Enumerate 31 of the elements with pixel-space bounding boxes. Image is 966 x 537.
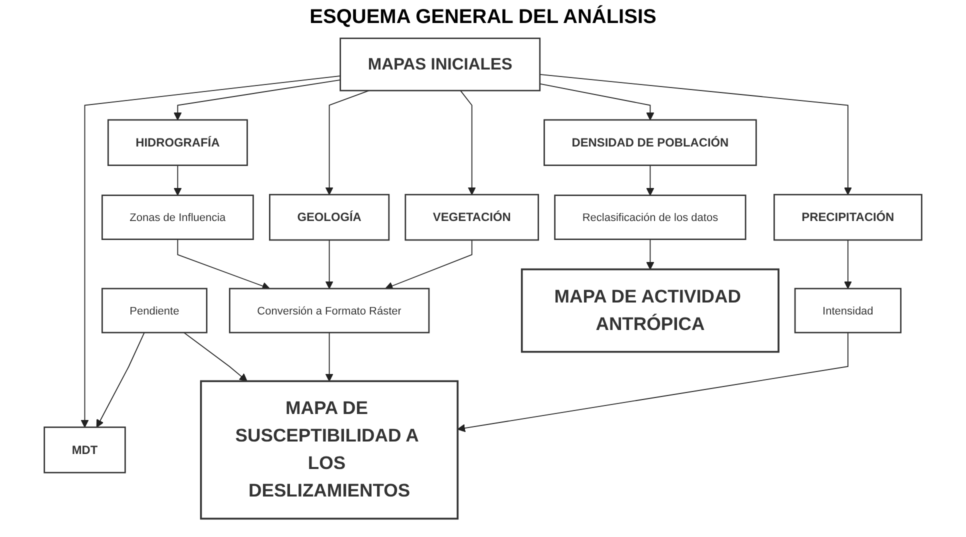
arrow — [539, 83, 654, 120]
arrow — [184, 332, 248, 382]
arrow — [457, 332, 848, 432]
arrow — [80, 75, 341, 428]
arrow — [325, 332, 334, 382]
arrow — [177, 238, 270, 290]
node-box: Reclasificación de los datos — [554, 194, 746, 240]
arrow — [844, 240, 852, 289]
arrow — [174, 80, 341, 120]
arrow — [174, 164, 182, 196]
node-box: GEOLOGÍA — [269, 194, 390, 241]
node-box: Intensidad — [794, 288, 902, 334]
arrow — [646, 164, 654, 196]
diagram-title: ESQUEMA GENERAL DEL ANÁLISIS — [308, 6, 658, 29]
node-box: HIDROGRAFÍA — [107, 119, 248, 166]
node-box: MAPA DE SUSCEPTIBILIDAD A LOS DESLIZAMIENTOS — [200, 380, 459, 520]
arrow — [385, 240, 472, 290]
node-box: MAPA DE ACTIVIDAD ANTRÓPICA — [520, 268, 780, 353]
arrow — [325, 240, 334, 289]
node-box: Zonas de Influencia — [101, 194, 254, 240]
node-box: PRECIPITACIÓN — [774, 194, 922, 241]
node-box: MAPAS INICIALES — [340, 38, 541, 92]
node-box: Conversión a Formato Ráster — [228, 288, 430, 334]
node-box: VEGETACIÓN — [404, 194, 540, 241]
arrow — [539, 74, 852, 195]
node-box: DENSIDAD DE POBLACIÓN — [544, 119, 757, 166]
arrow — [460, 90, 476, 195]
node-box: MDT — [44, 426, 126, 474]
node-box: Pendiente — [101, 288, 208, 334]
arrow — [96, 332, 145, 428]
arrow — [646, 238, 654, 270]
